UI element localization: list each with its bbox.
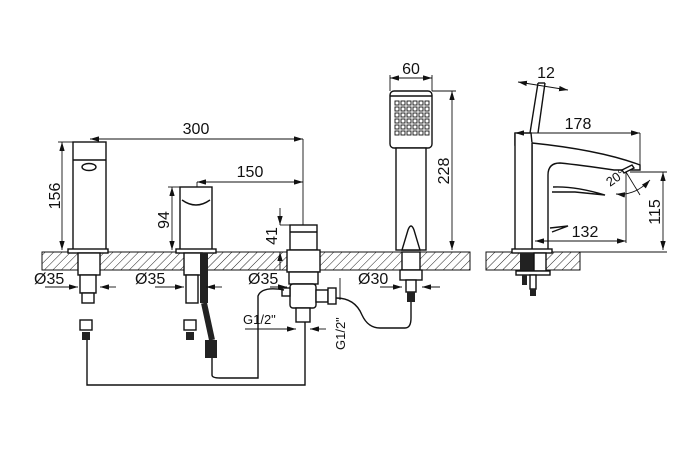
nozzle — [406, 118, 412, 124]
nozzle — [412, 100, 418, 106]
nozzle — [394, 118, 400, 124]
nozzle — [412, 112, 418, 118]
nozzle — [418, 124, 424, 130]
nozzle — [424, 106, 430, 112]
dim-132: 132 — [572, 224, 599, 241]
nozzle — [424, 112, 430, 118]
nozzle — [412, 130, 418, 136]
nozzle — [424, 124, 430, 130]
connection-g12-vertical: G1/2" — [333, 317, 348, 350]
nozzle-grid — [394, 100, 430, 136]
dim-178: 178 — [565, 116, 592, 133]
hose-handle — [211, 288, 285, 379]
nozzle — [418, 118, 424, 124]
nozzle — [418, 130, 424, 136]
nozzle — [406, 112, 412, 118]
nozzle — [424, 100, 430, 106]
connection-g12-horizontal: G1/2" — [243, 312, 276, 327]
countertop-front — [41, 251, 471, 271]
mixer-handle — [175, 186, 217, 358]
nozzle — [394, 124, 400, 130]
hole-diameter-spout: Ø35 — [34, 271, 64, 288]
nozzle — [394, 112, 400, 118]
dim-12: 12 — [537, 65, 555, 82]
nozzle — [400, 100, 406, 106]
spout — [67, 141, 109, 340]
hose-spout — [86, 322, 306, 386]
nozzle — [400, 124, 406, 130]
dim-300: 300 — [183, 121, 210, 138]
diverter — [281, 224, 337, 323]
nozzle — [406, 124, 412, 130]
dim-150: 150 — [237, 164, 264, 181]
hole-diameter-handle: Ø35 — [135, 271, 165, 288]
dim-156: 156 — [47, 183, 64, 210]
dim-228: 228 — [436, 158, 453, 185]
nozzle — [400, 106, 406, 112]
nozzle — [412, 106, 418, 112]
nozzle — [400, 130, 406, 136]
side-view-spout — [511, 82, 641, 296]
nozzle — [412, 118, 418, 124]
hand-shower — [389, 90, 433, 302]
hose-shower — [335, 297, 412, 329]
hoses — [86, 288, 412, 386]
hole-diameter-shower: Ø30 — [358, 271, 388, 288]
nozzle — [406, 130, 412, 136]
nozzle — [394, 106, 400, 112]
nozzle — [400, 118, 406, 124]
nozzle — [424, 130, 430, 136]
nozzle — [394, 100, 400, 106]
nozzle — [394, 130, 400, 136]
nozzle — [418, 106, 424, 112]
hole-diameter-diverter: Ø35 — [248, 271, 278, 288]
nozzle — [406, 106, 412, 112]
nozzle — [418, 100, 424, 106]
nozzle — [406, 100, 412, 106]
dimension-lines — [45, 75, 667, 332]
nozzle — [400, 112, 406, 118]
dim-115: 115 — [647, 199, 664, 225]
nozzle — [418, 112, 424, 118]
dim-60: 60 — [402, 61, 420, 78]
dim-41: 41 — [264, 227, 281, 245]
nozzle — [424, 118, 430, 124]
nozzle — [412, 124, 418, 130]
dim-94: 94 — [156, 211, 173, 229]
